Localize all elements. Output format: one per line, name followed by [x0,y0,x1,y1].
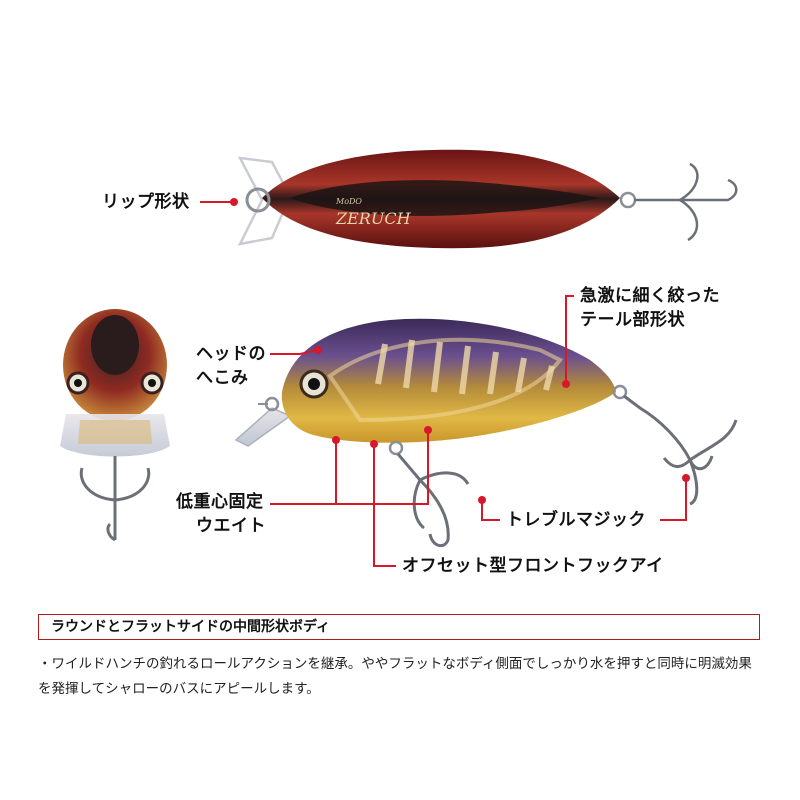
lure-front-view [60,309,170,542]
callout-tail-line2: テール部形状 [580,310,685,330]
leader-offset-eye [373,444,396,567]
callout-treble-magic: トレブルマジック [506,510,646,530]
lure-illustrations: MoDO ZERUCH [60,149,738,567]
feature-heading: ラウンドとフラットサイドの中間形状ボディ [51,619,331,635]
callout-lines [200,201,687,567]
callout-head-dent-line2: へこみ [196,368,249,388]
leader-treble-b [660,478,687,521]
callout-offset-front-hook-eye: オフセット型フロントフックアイ [402,556,664,576]
leader-weight-a [270,440,337,505]
leader-treble-a [481,500,500,521]
feature-heading-box: ラウンドとフラットサイドの中間形状ボディ [38,614,760,640]
callout-dots [230,198,690,504]
leader-weight-b [336,430,429,505]
logo-line-2: ZERUCH [335,209,412,228]
lure-side-view [234,318,738,548]
callout-weight-line1: 低重心固定 [176,492,264,512]
logo-line-1: MoDO [335,197,362,206]
callout-tail-line1: 急激に細く絞った [580,286,720,306]
callout-lip-shape: リップ形状 [102,192,190,212]
leader-head-dent [270,349,319,355]
leader-tail [565,295,574,384]
callout-head-dent-line1: ヘッドの [196,344,266,364]
feature-description: ・ワイルドハンチの釣れるロールアクションを継承。ややフラットなボディ側面でしっか… [38,656,752,697]
callout-weight-line2: ウエイト [196,516,266,536]
lure-top-view [237,149,738,249]
